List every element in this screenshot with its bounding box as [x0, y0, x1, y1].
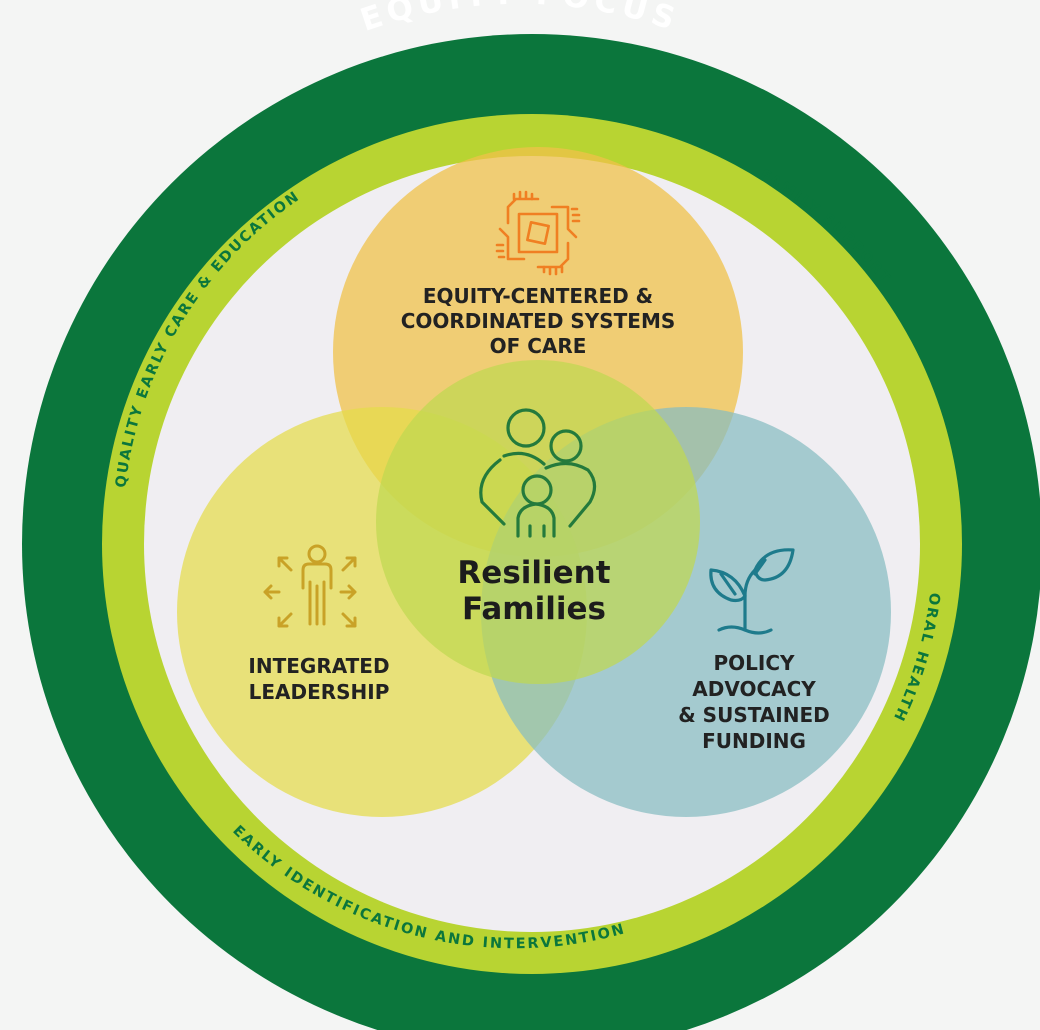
- label-left-line-2: LEADERSHIP: [249, 680, 390, 704]
- label-center: Resilient Families: [457, 555, 610, 627]
- outer-ring-title: EQUITY FOCUS: [356, 0, 684, 39]
- label-left: INTEGRATED LEADERSHIP: [248, 654, 389, 704]
- label-top-line-2: COORDINATED SYSTEMS: [401, 309, 676, 333]
- label-right: POLICY ADVOCACY & SUSTAINED FUNDING: [678, 651, 829, 753]
- linked-hands-icon: [495, 190, 581, 276]
- label-right-line-3: & SUSTAINED: [678, 703, 829, 727]
- label-right-line-4: FUNDING: [702, 729, 806, 753]
- label-top-line-1: EQUITY-CENTERED &: [423, 284, 653, 308]
- sprout-icon: [709, 548, 795, 635]
- person-arrows-icon: [263, 544, 357, 628]
- label-center-line-2: Families: [462, 591, 606, 627]
- label-center-line-1: Resilient: [457, 555, 610, 591]
- label-top: EQUITY-CENTERED & COORDINATED SYSTEMS OF…: [401, 284, 676, 358]
- circle-center: [376, 360, 700, 684]
- label-left-line-1: INTEGRATED: [248, 654, 389, 678]
- family-icon: [479, 408, 597, 538]
- label-right-line-1: POLICY: [713, 651, 795, 675]
- label-right-line-2: ADVOCACY: [692, 677, 816, 701]
- label-top-line-3: OF CARE: [490, 334, 587, 358]
